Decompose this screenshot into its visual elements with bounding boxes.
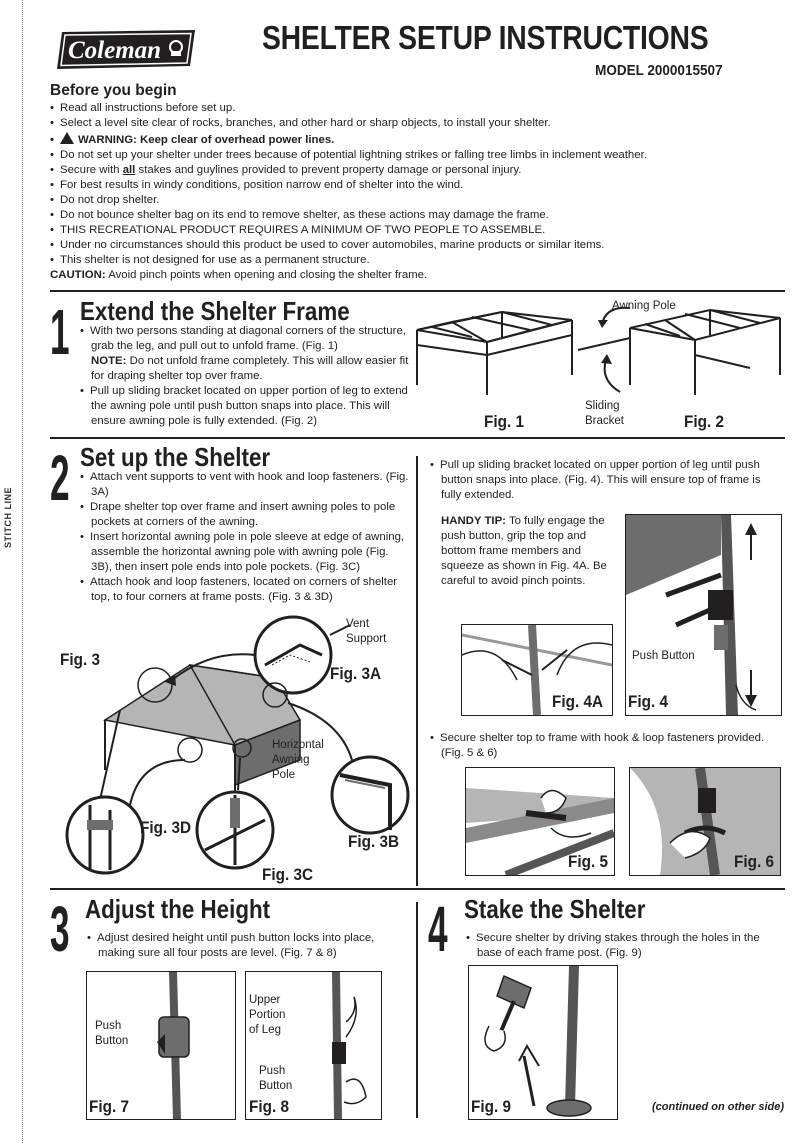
before-heading: Before you begin: [50, 82, 177, 99]
push-button-callout: Push Button: [632, 650, 695, 662]
push-button-callout: Push Button: [95, 1020, 129, 1047]
svg-text:Coleman: Coleman: [68, 37, 161, 64]
fig-2-label: Fig. 2: [684, 412, 724, 431]
step-2-heading: Set up the Shelter: [80, 442, 271, 472]
continued-note: (continued on other side): [652, 1101, 784, 1113]
before-item: For best results in windy conditions, po…: [50, 178, 770, 193]
step-4-number: 4: [428, 893, 448, 965]
caution-item: CAUTION: Avoid pinch points when opening…: [50, 269, 428, 281]
column-divider: [416, 456, 418, 886]
fig-5-label: Fig. 5: [568, 852, 608, 871]
fig-3-label: Fig. 3: [60, 650, 100, 669]
push-button-callout: Push Button: [259, 1065, 293, 1092]
before-list: Read all instructions before set up. Sel…: [50, 101, 770, 283]
step-3-instructions: Adjust desired height until push button …: [87, 931, 407, 961]
divider: [50, 888, 785, 890]
step-3-heading: Adjust the Height: [85, 894, 271, 924]
vent-support-callout: Vent Support: [346, 618, 387, 645]
fig-3-shelter-illustration: [60, 610, 415, 895]
fig-4-panel: [625, 514, 782, 716]
before-item: Under no circumstances should this produ…: [50, 238, 770, 253]
step-2-secure-instructions: Secure shelter top to frame with hook & …: [430, 731, 782, 761]
fig-3c-label: Fig. 3C: [262, 865, 314, 884]
sliding-bracket-callout: Sliding Bracket: [585, 400, 624, 427]
fig-3a-label: Fig. 3A: [330, 664, 382, 683]
model-number: MODEL 2000015507: [594, 62, 722, 79]
warning-item: WARNING: Keep clear of overhead power li…: [50, 131, 770, 148]
fig-4a-label: Fig. 4A: [552, 692, 604, 711]
fig-9-panel: [468, 965, 618, 1120]
warning-icon: [60, 132, 74, 144]
step-2-right-instructions: Pull up sliding bracket located on upper…: [430, 458, 780, 503]
fig-6-panel: [629, 767, 781, 876]
before-item: Do not bounce shelter bag on its end to …: [50, 208, 770, 223]
handy-tip: HANDY TIP: To fully engage the push butt…: [441, 515, 607, 587]
fig-7-label: Fig. 7: [89, 1097, 129, 1116]
divider: [50, 290, 785, 292]
page-title: SHELTER SETUP INSTRUCTIONS: [262, 19, 709, 56]
before-item: Do not set up your shelter under trees b…: [50, 148, 770, 163]
step-2-number: 2: [50, 442, 70, 514]
before-item: Read all instructions before set up.: [50, 101, 770, 116]
step-2-instructions: Attach vent supports to vent with hook a…: [80, 470, 410, 605]
fig-5-panel: [465, 767, 615, 876]
fig-4a-panel: [461, 624, 613, 716]
fig-7-panel: [86, 971, 236, 1120]
horizontal-awning-pole-callout: Horizontal Awning Pole: [272, 739, 324, 781]
upper-portion-callout: Upper Portion of Leg: [249, 994, 286, 1036]
awning-pole-callout: Awning Pole: [612, 300, 676, 312]
fig-2-awning-illustration: [570, 300, 785, 400]
fig-8-label: Fig. 8: [249, 1097, 289, 1116]
fig-1-frame-illustration: [412, 300, 577, 400]
step-1-number: 1: [50, 296, 70, 368]
divider: [50, 437, 785, 439]
step-4-heading: Stake the Shelter: [464, 894, 646, 924]
fig-4-label: Fig. 4: [628, 692, 668, 711]
before-item: Select a level site clear of rocks, bran…: [50, 116, 770, 131]
fig-3d-label: Fig. 3D: [140, 818, 192, 837]
before-item: Secure with all stakes and guylines prov…: [50, 163, 770, 178]
fig-3b-label: Fig. 3B: [348, 832, 400, 851]
column-divider: [416, 902, 418, 1118]
step-1-heading: Extend the Shelter Frame: [80, 296, 350, 326]
stitch-line-label: STITCH LINE: [3, 487, 13, 548]
fig-6-label: Fig. 6: [734, 852, 774, 871]
step-3-number: 3: [50, 893, 70, 965]
step-1-instructions: With two persons standing at diagonal co…: [80, 324, 415, 429]
step-4-instructions: Secure shelter by driving stakes through…: [466, 931, 786, 961]
before-item: Do not drop shelter.: [50, 193, 770, 208]
stitch-line: [22, 0, 23, 1143]
coleman-logo: Coleman: [54, 26, 199, 72]
fig-8-panel: [245, 971, 382, 1120]
before-item: This shelter is not designed for use as …: [50, 253, 770, 268]
fig-1-label: Fig. 1: [484, 412, 524, 431]
fig-9-label: Fig. 9: [471, 1097, 511, 1116]
before-item: THIS RECREATIONAL PRODUCT REQUIRES A MIN…: [50, 223, 770, 238]
